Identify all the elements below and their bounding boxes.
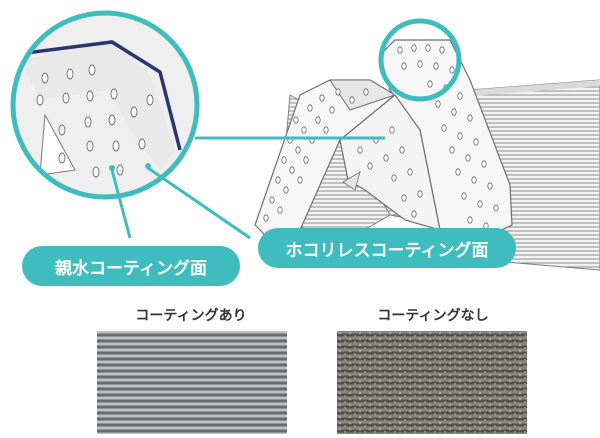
with-coating-photo xyxy=(97,331,287,434)
magnified-detail-circle xyxy=(10,10,200,200)
dustless-pointer-dot xyxy=(145,163,151,169)
without-coating-photo xyxy=(337,331,527,434)
without-coating-caption: コーティングなし xyxy=(377,308,489,324)
dustless-pointer-line xyxy=(147,166,251,240)
dustless-coating-text: ホコリレスコーティング面 xyxy=(285,240,489,261)
hydrophilic-coating-text: 親水コーティング面 xyxy=(55,258,207,279)
hydrophilic-pointer-line xyxy=(110,169,132,239)
dusty-fins-image xyxy=(337,331,527,434)
dustless-coating-label: ホコリレスコーティング面 xyxy=(258,228,516,268)
zoom-target-circle xyxy=(378,18,462,102)
perforated-panel-right xyxy=(339,39,513,246)
hydrophilic-coating-label: 親水コーティング面 xyxy=(22,246,240,286)
hydrophilic-pointer-dot xyxy=(109,165,115,171)
with-coating-caption: コーティングあり xyxy=(135,308,247,324)
clean-fins-image xyxy=(97,331,287,434)
